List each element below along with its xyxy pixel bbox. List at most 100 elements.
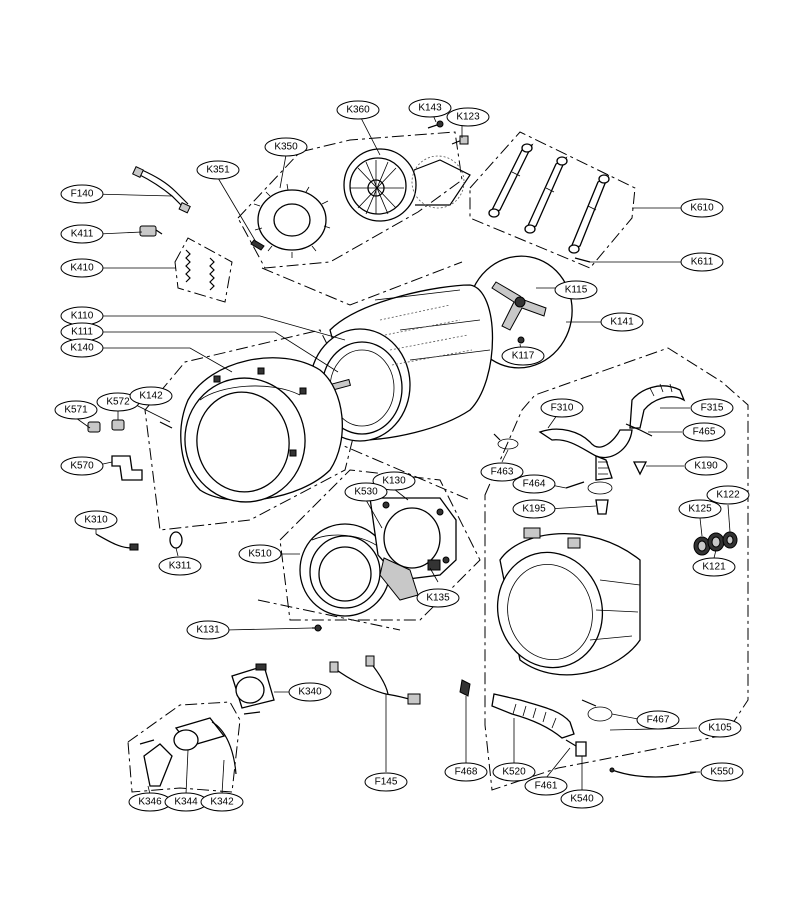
svg-text:K340: K340 — [298, 687, 322, 698]
callout-K571: K571 — [54, 400, 98, 420]
callout-F315: F315 — [690, 398, 734, 418]
svg-text:F140: F140 — [71, 189, 94, 200]
callout-K117: K117 — [501, 346, 545, 366]
svg-text:K571: K571 — [64, 405, 88, 416]
rear-tub-k105 — [496, 527, 641, 676]
svg-text:K572: K572 — [106, 397, 130, 408]
pin-k611 — [574, 257, 591, 263]
svg-text:K530: K530 — [354, 487, 378, 498]
callout-K121: K121 — [692, 557, 736, 577]
ring-k130 — [369, 497, 457, 601]
rotor-k360 — [343, 148, 471, 222]
callout-K142: K142 — [129, 386, 173, 406]
wire-k310 — [95, 533, 139, 551]
clamp-f467 — [581, 699, 613, 722]
svg-text:F464: F464 — [523, 479, 546, 490]
svg-text:F467: F467 — [647, 715, 670, 726]
group-outlines — [127, 131, 749, 793]
callout-K520: K520 — [492, 762, 536, 782]
svg-text:K130: K130 — [382, 476, 406, 487]
callout-F468: F468 — [444, 762, 488, 782]
clip-f468 — [459, 679, 471, 697]
svg-text:K520: K520 — [502, 767, 526, 778]
clamp-f465 — [625, 423, 653, 437]
svg-text:K125: K125 — [688, 504, 712, 515]
svg-text:K140: K140 — [70, 343, 94, 354]
svg-text:K135: K135 — [426, 593, 450, 604]
svg-text:K143: K143 — [418, 103, 442, 114]
svg-text:K311: K311 — [169, 561, 192, 572]
callout-K510: K510 — [238, 544, 282, 564]
svg-text:K346: K346 — [138, 797, 162, 808]
callout-F310: F310 — [540, 398, 584, 418]
callout-K340: K340 — [288, 682, 332, 702]
svg-text:K411: K411 — [71, 229, 94, 240]
svg-text:K105: K105 — [708, 723, 732, 734]
fitting-k571 — [87, 421, 101, 433]
fitting-k572 — [111, 419, 125, 431]
part-k195 — [595, 499, 609, 515]
callout-K311: K311 — [158, 556, 202, 576]
callout-K550: K550 — [700, 762, 744, 782]
bolt-k123 — [451, 135, 469, 145]
stator-k350 — [250, 183, 331, 258]
callout-F464: F464 — [512, 474, 556, 494]
callout-K540: K540 — [560, 789, 604, 809]
leader-lines — [75, 107, 731, 795]
svg-text:K550: K550 — [710, 767, 734, 778]
callout-K360: K360 — [336, 100, 380, 120]
svg-text:K142: K142 — [139, 391, 163, 402]
callout-K110: K110 — [60, 306, 104, 326]
pump-motor-k340 — [231, 663, 275, 715]
svg-text:K611: K611 — [691, 257, 714, 268]
bearings-k125-k122-k121 — [693, 531, 738, 556]
callout-K411: K411 — [60, 224, 104, 244]
callout-K570: K570 — [60, 456, 104, 476]
callout-K342: K342 — [200, 792, 244, 812]
drain-hose-k520 — [491, 693, 575, 739]
callout-K125: K125 — [678, 499, 722, 519]
callout-K350: K350 — [264, 137, 308, 157]
callout-K135: K135 — [416, 588, 460, 608]
callout-K105: K105 — [698, 718, 742, 738]
svg-text:K342: K342 — [210, 797, 234, 808]
callout-K530: K530 — [344, 482, 388, 502]
svg-text:K110: K110 — [71, 311, 94, 322]
svg-text:K410: K410 — [70, 263, 94, 274]
callout-K190: K190 — [684, 456, 728, 476]
callout-F465: F465 — [682, 422, 726, 442]
spider-k141 — [467, 255, 573, 369]
svg-text:F465: F465 — [693, 427, 716, 438]
tub-front-k140 — [180, 357, 343, 503]
callout-K123: K123 — [446, 107, 490, 127]
svg-text:F461: F461 — [535, 781, 558, 792]
sensor-k190 — [632, 461, 648, 476]
sensor-k540 — [575, 741, 587, 757]
svg-text:K123: K123 — [456, 112, 480, 123]
callout-K140: K140 — [60, 338, 104, 358]
svg-text:K360: K360 — [346, 105, 370, 116]
svg-text:F463: F463 — [491, 467, 514, 478]
svg-text:F145: F145 — [375, 777, 398, 788]
callout-K351: K351 — [196, 160, 240, 180]
svg-text:K570: K570 — [70, 461, 94, 472]
wire-k550 — [609, 767, 697, 778]
svg-text:K111: K111 — [71, 327, 93, 338]
door-seal-k510 — [299, 523, 391, 617]
hose-f315 — [629, 383, 686, 429]
svg-text:F310: F310 — [551, 403, 574, 414]
callout-K410: K410 — [60, 258, 104, 278]
svg-text:K195: K195 — [522, 504, 546, 515]
callout-F145: F145 — [364, 772, 408, 792]
svg-text:K141: K141 — [610, 317, 634, 328]
clamp-f464 — [565, 481, 613, 495]
svg-text:K350: K350 — [274, 142, 298, 153]
callout-K141: K141 — [600, 312, 644, 332]
callout-K610: K610 — [680, 198, 724, 218]
clamp-f463 — [493, 433, 519, 450]
filter-k346 — [139, 739, 173, 787]
callout-F467: F467 — [636, 710, 680, 730]
svg-text:K510: K510 — [248, 549, 272, 560]
svg-text:F468: F468 — [455, 767, 478, 778]
harness-f140 — [132, 166, 191, 214]
